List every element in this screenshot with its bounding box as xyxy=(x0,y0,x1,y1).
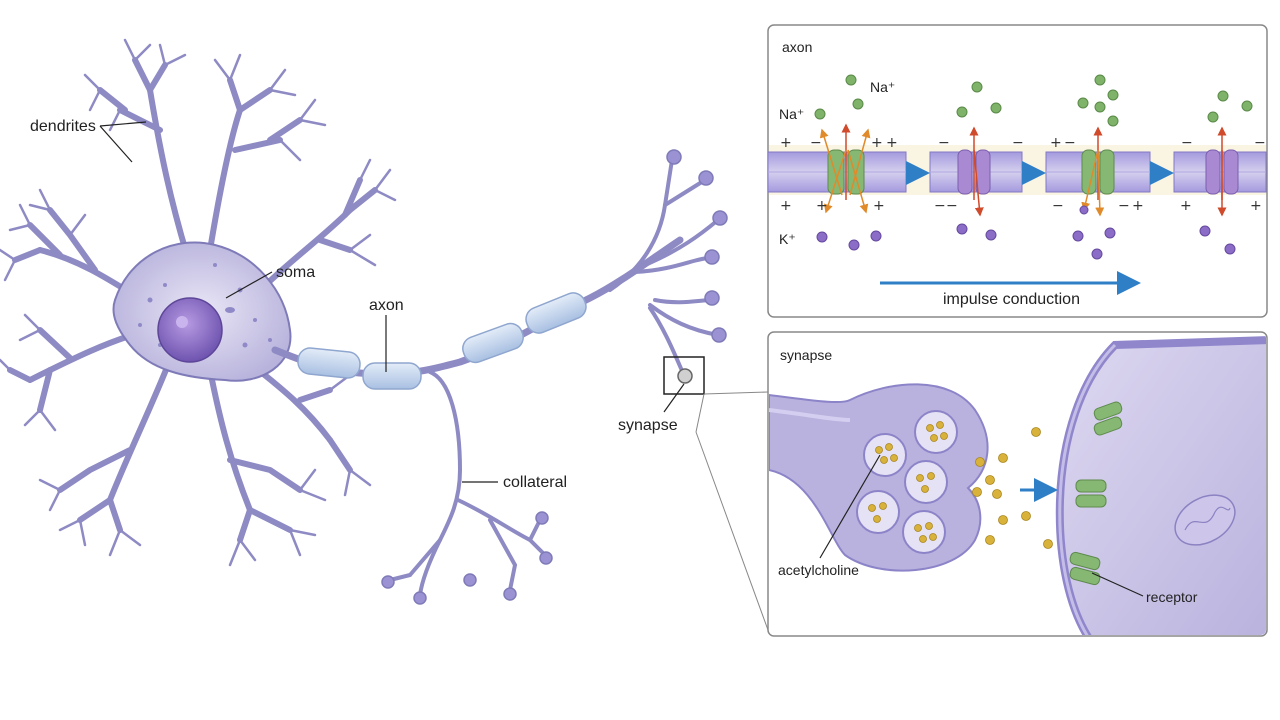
svg-text:+: + xyxy=(1180,198,1192,214)
label-na-left: Na⁺ xyxy=(779,106,804,122)
ion-channel-open-3 xyxy=(1081,149,1115,195)
label-soma: soma xyxy=(276,264,315,281)
acetylcholine-molecules xyxy=(868,421,1053,549)
synapse-panel: synapse acetylcholine receptor xyxy=(767,331,1268,637)
svg-text:−: − xyxy=(1254,135,1266,151)
label-dendrites: dendrites xyxy=(30,118,96,135)
nucleus xyxy=(157,297,223,363)
label-acetylcholine: acetylcholine xyxy=(778,562,859,578)
svg-text:+: + xyxy=(780,135,792,151)
synapse-highlight-box xyxy=(663,356,705,395)
svg-text:−: − xyxy=(934,198,946,214)
svg-text:+: + xyxy=(1250,198,1262,214)
charge-signs: + − + + − − + − − − + + + − − − − + + + xyxy=(780,135,1266,214)
svg-text:−: − xyxy=(810,135,822,151)
collateral-branch xyxy=(388,370,547,597)
svg-text:−: − xyxy=(946,198,958,214)
neuron-labels: dendrites soma axon synapse collateral xyxy=(30,118,685,491)
svg-text:+: + xyxy=(780,198,792,214)
label-impulse-conduction: impulse conduction xyxy=(943,291,1080,308)
label-receptor: receptor xyxy=(1146,589,1198,605)
axon-terminals xyxy=(608,158,720,375)
svg-text:+: + xyxy=(1132,198,1144,214)
ion-flow-arrows xyxy=(819,123,1227,217)
axon-panel-title: axon xyxy=(782,39,812,55)
potassium-ions xyxy=(816,205,1236,260)
synapse-panel-title: synapse xyxy=(780,347,832,363)
label-axon: axon xyxy=(369,297,404,314)
svg-text:−: − xyxy=(1181,135,1193,151)
svg-text:−: − xyxy=(1118,198,1130,214)
label-k-left: K⁺ xyxy=(779,231,796,247)
svg-text:+: + xyxy=(816,198,828,214)
ion-channel-closed-2 xyxy=(957,149,991,195)
label-na-top: Na⁺ xyxy=(870,79,895,95)
svg-text:−: − xyxy=(1064,135,1076,151)
axon-panel: axon xyxy=(767,24,1268,318)
label-collateral: collateral xyxy=(503,474,567,491)
ion-channel-closed-4 xyxy=(1205,149,1239,195)
svg-text:+: + xyxy=(873,198,885,214)
neuron xyxy=(0,38,728,605)
svg-text:+: + xyxy=(886,135,898,151)
svg-text:−: − xyxy=(1012,135,1024,151)
svg-text:+: + xyxy=(871,135,883,151)
svg-text:−: − xyxy=(938,135,950,151)
svg-text:+: + xyxy=(1050,135,1062,151)
receptors xyxy=(1069,401,1123,586)
myelin-sheaths xyxy=(297,292,587,390)
label-synapse: synapse xyxy=(618,417,678,434)
svg-text:−: − xyxy=(1052,198,1064,214)
sodium-ions xyxy=(814,74,1253,127)
